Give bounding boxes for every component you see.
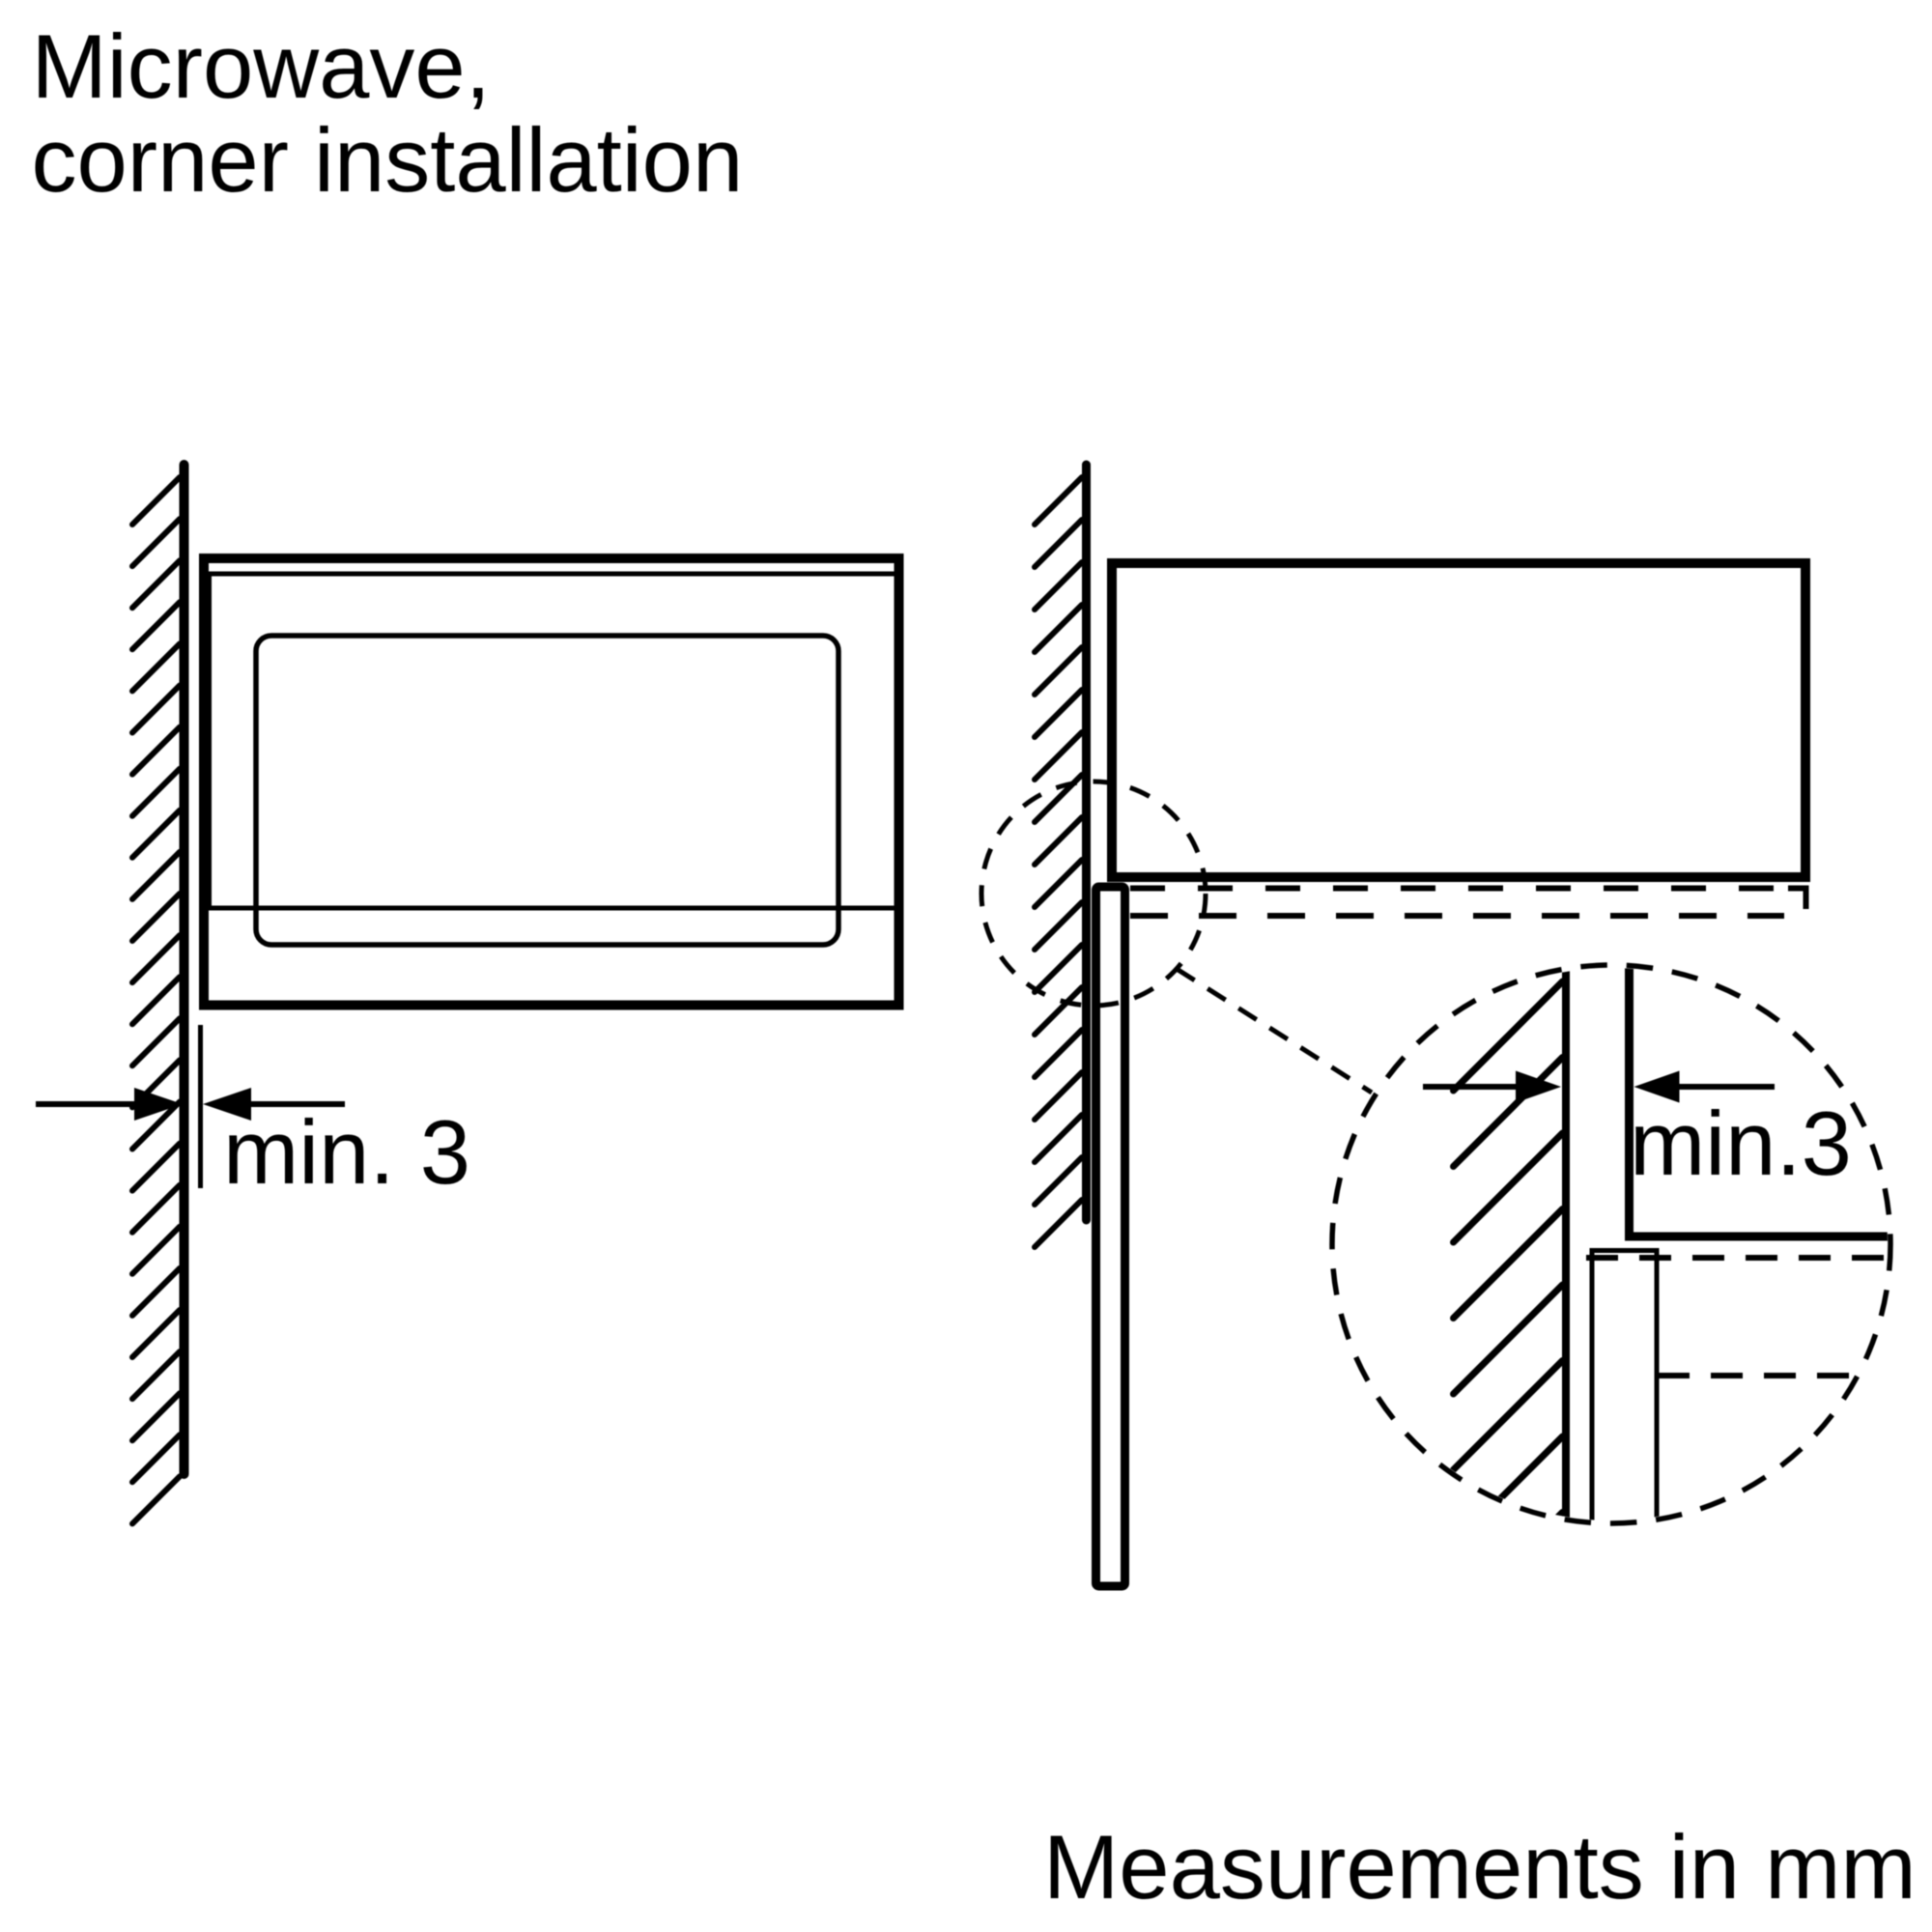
svg-text:Microwave,: Microwave, (32, 15, 491, 117)
svg-text:min.3: min.3 (1630, 1093, 1852, 1194)
svg-text:corner installation: corner installation (32, 109, 744, 211)
svg-text:min. 3: min. 3 (223, 1101, 470, 1203)
svg-text:Measurements in mm: Measurements in mm (1043, 1816, 1917, 1918)
